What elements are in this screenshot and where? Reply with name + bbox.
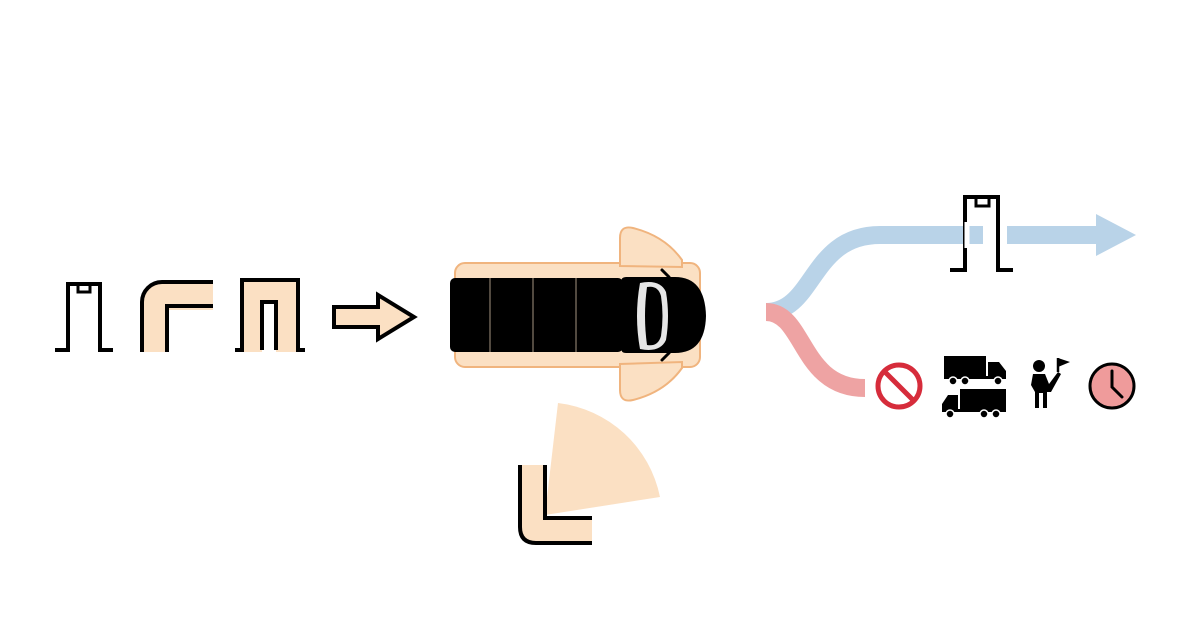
prohibited-icon bbox=[875, 362, 923, 410]
side-sensor-icon bbox=[140, 280, 213, 352]
cab-sensor-top bbox=[619, 226, 683, 269]
queue-truck-top bbox=[944, 356, 1006, 386]
truck-top-view-icon bbox=[450, 268, 706, 362]
accept-route bbox=[765, 226, 1098, 321]
queue-truck-bottom bbox=[942, 389, 1006, 419]
portal-frame-fill bbox=[240, 280, 298, 352]
portal-frame-icon bbox=[235, 278, 305, 352]
flag-marshal-icon bbox=[1031, 358, 1070, 408]
corner-sensor-icon bbox=[518, 403, 660, 545]
truck-queue-icon bbox=[942, 356, 1006, 419]
gate-sensor-icon bbox=[55, 282, 113, 352]
flow-arrow-icon bbox=[332, 291, 418, 343]
exit-gate-icon bbox=[950, 195, 1013, 272]
cab-sensor-bottom bbox=[619, 360, 683, 402]
clock-icon bbox=[1088, 362, 1136, 410]
side-sensor-coverage bbox=[140, 282, 213, 352]
reject-route bbox=[764, 303, 866, 397]
corner-sensor-frame-fill bbox=[520, 465, 592, 545]
route-split bbox=[728, 214, 1136, 397]
accept-route-arrowhead bbox=[1096, 214, 1136, 256]
corner-sensor-coverage bbox=[545, 403, 660, 515]
